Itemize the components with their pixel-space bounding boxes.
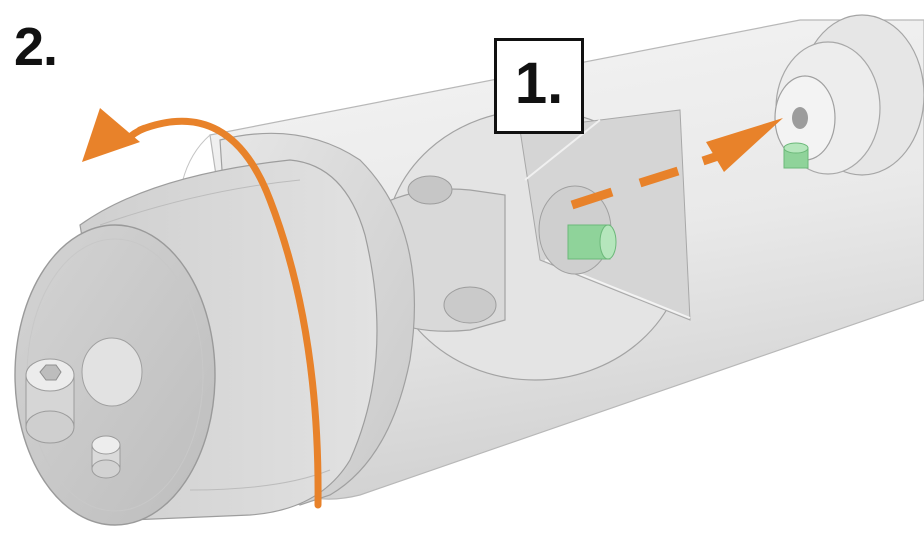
end-cap [14, 159, 378, 526]
step-2-label: 2. [14, 17, 58, 77]
push-arrow [570, 118, 783, 210]
step-1-label: 1. [514, 51, 564, 116]
step-1-box: 1. [494, 38, 584, 134]
hex-bolt [25, 358, 75, 444]
rotation-arrow [82, 108, 322, 509]
far-end-fitting [774, 14, 924, 176]
far-pin [783, 142, 809, 169]
locating-pin [91, 435, 121, 479]
center-bore [81, 337, 143, 407]
socket-pin [567, 224, 617, 260]
